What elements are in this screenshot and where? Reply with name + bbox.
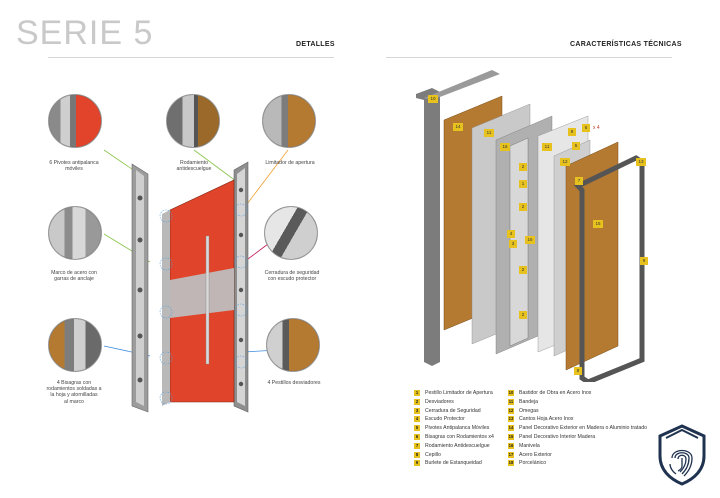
series-title: SERIE 5 [16, 14, 154, 52]
security-lock-detail-image [264, 206, 318, 260]
details-header: DETALLES [296, 41, 335, 48]
opening-limiter-detail-image [262, 94, 316, 148]
left-divider [48, 57, 334, 58]
deviator-bolts-caption: 4 Pestillos desviadores [267, 380, 321, 386]
frame-detail-image [48, 206, 102, 260]
specs-header: CARACTERÍSTICAS TÉCNICAS [570, 41, 682, 48]
anti-lift-bearing-detail-image [166, 94, 220, 148]
pivots-detail-image [48, 94, 102, 148]
opening-limiter-caption: Limitador de apertura [265, 160, 315, 166]
right-divider [386, 57, 672, 58]
door-illustration [131, 161, 249, 413]
exploded-door-diagram [416, 70, 645, 382]
fingerprint-shield-icon [658, 424, 706, 486]
deviator-bolts-detail-image [266, 318, 320, 372]
hinges-detail-image [48, 318, 102, 372]
